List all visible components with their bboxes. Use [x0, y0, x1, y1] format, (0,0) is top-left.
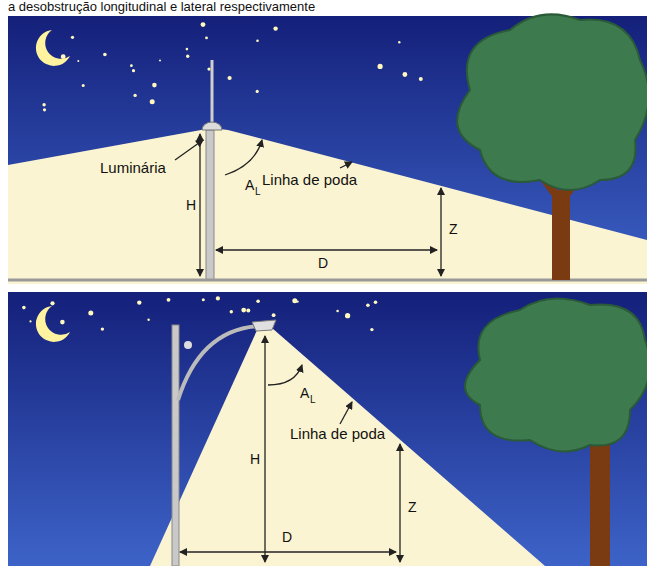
angle-subscript: L: [310, 394, 316, 405]
star: [60, 320, 65, 325]
luminaire: [202, 122, 222, 130]
star: [29, 320, 31, 322]
angle-label: A: [300, 386, 309, 401]
star: [336, 310, 339, 313]
star: [419, 77, 423, 81]
part-name: Luminária: [100, 160, 166, 177]
star: [345, 313, 350, 318]
star: [201, 22, 206, 27]
star: [186, 55, 189, 58]
star: [147, 319, 149, 321]
star: [378, 64, 383, 69]
star: [296, 300, 298, 302]
cut-line-label: Linha de poda: [290, 426, 385, 443]
star: [403, 72, 408, 77]
star: [152, 83, 157, 88]
star: [42, 103, 45, 106]
star: [273, 26, 277, 30]
star: [216, 296, 220, 300]
tree-trunk: [552, 190, 570, 280]
tree-canopy: [457, 14, 647, 190]
pole: [206, 130, 214, 280]
star: [272, 313, 276, 317]
star: [88, 310, 93, 315]
star: [150, 99, 155, 104]
star: [398, 41, 400, 43]
star: [132, 69, 135, 72]
star: [205, 37, 208, 40]
star: [207, 68, 210, 71]
star: [71, 36, 74, 39]
dimension: H: [186, 198, 196, 213]
star: [43, 108, 46, 111]
star: [103, 53, 107, 57]
cut-line-label: Linha de poda: [262, 172, 357, 189]
star: [256, 40, 259, 43]
dimension: D: [282, 530, 292, 545]
star: [292, 298, 297, 303]
star: [228, 76, 232, 80]
dimension: Z: [408, 500, 417, 515]
heading-note: a desobstrução longitudinal e lateral re…: [8, 0, 315, 14]
star: [186, 48, 189, 51]
dimension: Z: [449, 222, 458, 237]
star: [241, 308, 246, 313]
star: [82, 84, 85, 87]
angle-label: A: [245, 178, 254, 193]
star: [159, 60, 161, 62]
star: [167, 298, 171, 302]
angle-subscript: L: [255, 186, 261, 197]
luminaire: [252, 320, 276, 331]
star: [370, 328, 373, 331]
moon: [36, 30, 70, 66]
moon: [36, 306, 70, 342]
star: [133, 94, 136, 97]
dimension: D: [318, 256, 328, 271]
star: [202, 298, 205, 301]
star: [77, 60, 79, 62]
star: [101, 327, 104, 330]
star: [22, 306, 26, 310]
star: [256, 300, 260, 304]
star: [130, 64, 133, 67]
star: [230, 310, 233, 313]
pole: [172, 325, 179, 566]
star: [246, 308, 250, 312]
star: [374, 300, 378, 304]
star: [137, 300, 141, 304]
star: [366, 303, 370, 307]
star: [256, 90, 259, 93]
star: [50, 301, 54, 305]
dimension: H: [250, 452, 260, 467]
tree-canopy: [465, 299, 647, 452]
